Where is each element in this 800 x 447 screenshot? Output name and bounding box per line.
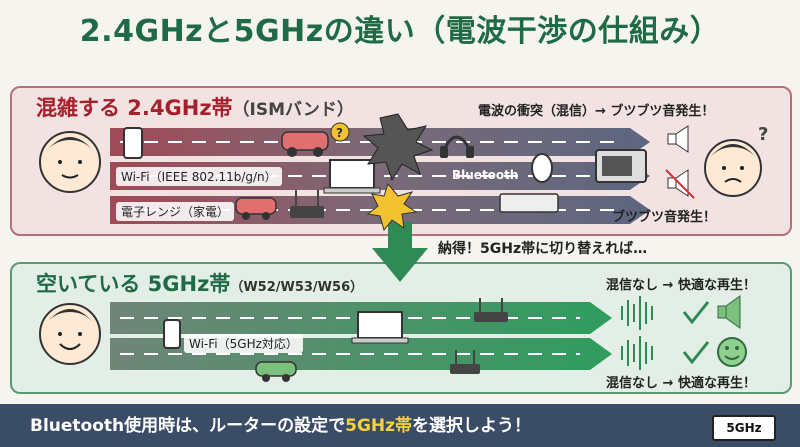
car-icon [281,131,329,157]
clear-band-heading: 空いている 5GHz帯（W52/W53/W56） [36,268,363,298]
router-icon [290,190,324,218]
page-title: 2.4GHzと5GHzの違い（電波干渉の仕組み） [79,14,721,49]
footer-5ghz-badge: 5GHz [712,415,776,441]
footer-text-highlight: 5GHz帯 [345,416,413,436]
speaker-icon [667,125,689,153]
user-avatar-crowded [39,131,101,193]
transition-arrow [372,222,428,282]
speaker-clear-icon [717,295,741,329]
crowded-band-heading: 混雑する 2.4GHz帯（ISMバンド） [36,92,354,122]
keyboard-icon [499,193,559,213]
user-avatar-confused: ? [704,124,768,197]
speaker-muted-icon [665,169,695,199]
result-note-bottom: 混信なし → 快適な再生！ [606,376,756,391]
check-icon [682,301,710,365]
wifi-24-label: Wi-Fi（IEEE 802.11b/g/n） [116,167,282,186]
collision-burst-icon [362,113,434,232]
crowded-band-title: 混雑する 2.4GHz帯 [36,96,233,120]
footer-message: Bluetooth使用時は、ルーターの設定で5GHz帯を選択しよう！ [30,411,531,436]
router-icon-clear [474,298,508,322]
smile-icon [717,337,747,367]
microwave-icon [595,149,647,183]
sound-wave-icon [621,296,653,370]
bluetooth-label: Bluetooth [452,168,519,182]
laptop-icon-clear [351,311,409,344]
footer-bar [0,404,800,447]
user-avatar-clear [39,303,101,365]
footer-text-prefix: Bluetooth使用時は、ルーターの設定で [30,416,346,436]
car-icon-2 [235,197,277,220]
noise-note: ブツブツ音発生！ [612,210,717,225]
crowded-band-subtitle: （ISMバンド） [232,100,354,120]
transition-note: 納得！5GHz帯に切り替えれば… [438,241,648,257]
mouse-icon [531,153,553,183]
headphones-icon [440,135,474,158]
car-icon-clear [255,361,297,382]
phone-icon [123,127,143,159]
phone-icon-clear [163,319,181,349]
svg-text:?: ? [336,126,343,140]
microwave-label: 電子レンジ（家電） [116,202,235,221]
clear-band-subtitle: （W52/W53/W56） [230,280,364,295]
wifi-5-label: Wi-Fi（5GHz対応） [184,334,303,353]
svg-text:?: ? [758,124,768,145]
laptop-icon [323,159,381,194]
clear-band-title: 空いている 5GHz帯 [36,272,231,296]
footer-text-suffix: を選択しよう！ [412,416,532,436]
result-note-top: 混信なし → 快適な再生！ [606,278,756,293]
collision-note: 電波の衝突（混信）→ ブツブツ音発生！ [478,104,715,119]
router-icon-clear-2 [450,350,480,374]
question-icon: ? [330,122,350,142]
